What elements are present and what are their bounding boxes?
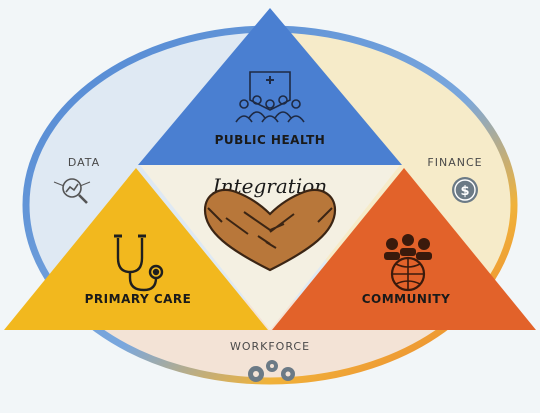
finance-label: FINANCE bbox=[427, 156, 482, 169]
primary-care-triangle bbox=[4, 168, 268, 330]
community-globe-icon bbox=[384, 234, 432, 292]
handshake-heart-icon bbox=[203, 188, 337, 272]
primary-care-label: PRIMARY CARE bbox=[85, 292, 192, 306]
dollar-coin-icon: $ bbox=[452, 177, 478, 203]
community-label: COMMUNITY bbox=[362, 292, 451, 306]
magnifier-chart-icon bbox=[53, 178, 91, 204]
stethoscope-icon bbox=[114, 234, 164, 292]
gears-icon bbox=[248, 360, 295, 382]
workforce-label: WORKFORCE bbox=[230, 340, 310, 353]
public-health-label: PUBLIC HEALTH bbox=[215, 133, 326, 147]
svg-text:$: $ bbox=[460, 184, 469, 199]
hospital-people-icon bbox=[235, 71, 305, 123]
data-label: DATA bbox=[68, 156, 100, 169]
public-health-triangle bbox=[138, 8, 402, 165]
